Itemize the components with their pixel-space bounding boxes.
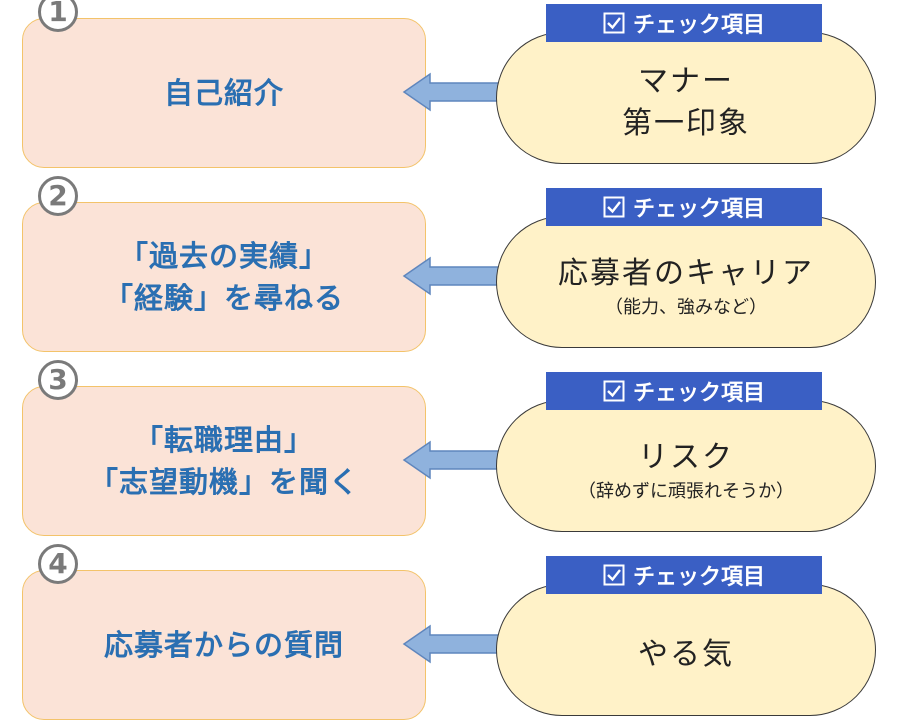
step-left-box: 応募者からの質問: [22, 570, 426, 720]
step-left-box: 「転職理由」 「志望動機」を聞く: [22, 386, 426, 536]
step-left-box: 自己紹介: [22, 18, 426, 168]
step-number-badge: 4: [38, 544, 78, 584]
check-item-pill: やる気: [496, 584, 876, 716]
check-item-label: チェック項目: [632, 13, 765, 38]
step-title-line: 「転職理由」: [133, 423, 314, 457]
checkbox-icon: [603, 196, 625, 218]
step-3: 「転職理由」 「志望動機」を聞く 3 チェック項目 リスク （辞めずに頑張れそう…: [0, 360, 900, 542]
check-item-line: やる気: [638, 637, 734, 672]
check-item-label: チェック項目: [632, 381, 765, 406]
check-item-line: リスク: [638, 440, 734, 475]
step-title-line: 「過去の実績」: [118, 239, 329, 273]
check-item-sub: （能力、強みなど）: [605, 297, 767, 318]
step-title-line: 自己紹介: [163, 76, 284, 110]
step-title-line: 「経験」を尋ねる: [103, 281, 344, 315]
check-item-badge: チェック項目: [546, 556, 822, 594]
step-number-badge: 3: [38, 360, 78, 400]
checkbox-icon: [603, 380, 625, 402]
step-number-badge: 1: [38, 0, 78, 32]
check-item-line: マナー: [638, 64, 734, 99]
step-4: 応募者からの質問 4 チェック項目 やる気: [0, 544, 900, 726]
step-title-line: 「志望動機」を聞く: [88, 465, 359, 499]
step-title-line: 応募者からの質問: [103, 628, 344, 662]
check-item-badge: チェック項目: [546, 372, 822, 410]
check-item-badge: チェック項目: [546, 4, 822, 42]
check-item-pill: リスク （辞めずに頑張れそうか）: [496, 400, 876, 532]
step-1: 自己紹介 1 チェック項目 マナー 第一印象: [0, 0, 900, 174]
step-left-box: 「過去の実績」 「経験」を尋ねる: [22, 202, 426, 352]
step-number-badge: 2: [38, 176, 78, 216]
checkbox-icon: [603, 12, 625, 34]
check-item-pill: 応募者のキャリア （能力、強みなど）: [496, 216, 876, 348]
step-2: 「過去の実績」 「経験」を尋ねる 2 チェック項目 応募者のキャリア （能力、強…: [0, 176, 900, 358]
checkbox-icon: [603, 564, 625, 586]
check-item-badge: チェック項目: [546, 188, 822, 226]
check-item-sub: （辞めずに頑張れそうか）: [578, 481, 794, 502]
check-item-line: 応募者のキャリア: [558, 256, 814, 291]
check-item-label: チェック項目: [632, 197, 765, 222]
check-item-line: 第一印象: [622, 106, 750, 141]
check-item-label: チェック項目: [632, 565, 765, 590]
check-item-pill: マナー 第一印象: [496, 32, 876, 164]
